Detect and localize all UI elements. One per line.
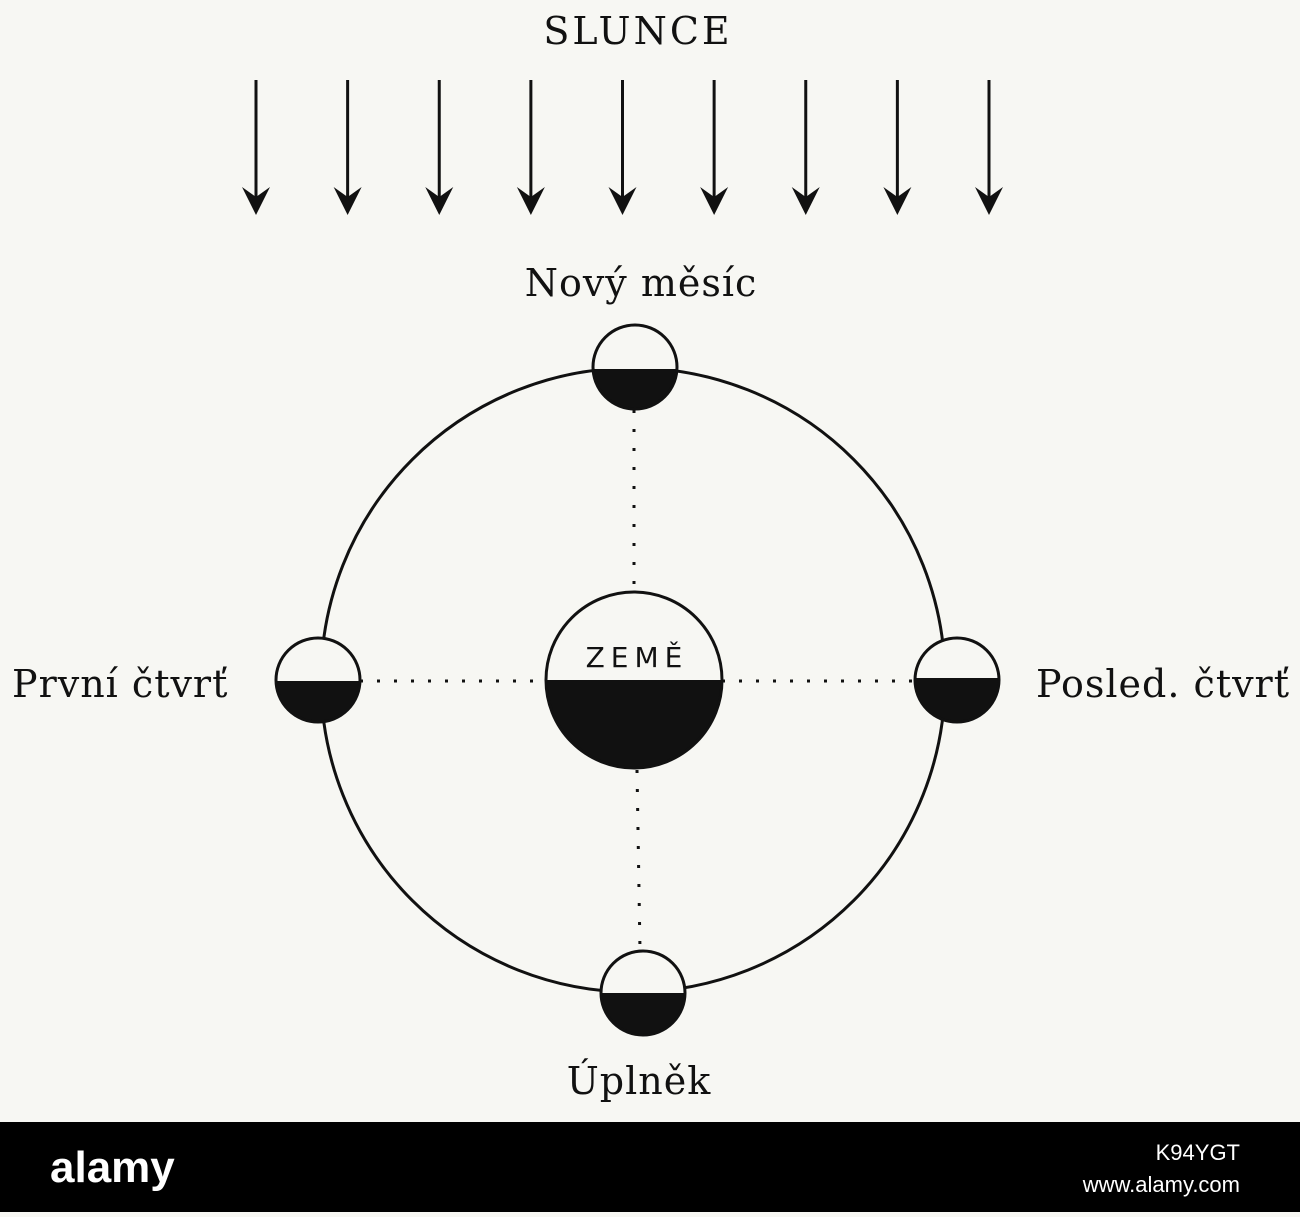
- sun-ray-arrow: [333, 80, 362, 215]
- sun-ray-arrow: [608, 80, 637, 215]
- paper-background: [0, 0, 1300, 1122]
- sun-ray-arrow: [516, 80, 545, 215]
- label-new-moon: Nový měsíc: [525, 261, 758, 305]
- sun-title: SLUNCE: [543, 9, 732, 53]
- sun-ray-arrow: [975, 80, 1003, 215]
- sun-ray-arrow: [791, 80, 820, 215]
- sun-ray-arrow: [700, 80, 729, 215]
- footer-watermark: alamy K94YGT www.alamy.com: [0, 1122, 1300, 1212]
- label-full-moon: Úplněk: [567, 1059, 712, 1103]
- moon-new: [591, 323, 679, 411]
- earth-label: ZEMĚ: [586, 640, 689, 674]
- sun-ray-arrow: [242, 80, 270, 215]
- image-code: K94YGT: [1156, 1140, 1240, 1165]
- sun-rays: [242, 80, 1003, 215]
- label-last-quarter: Posled. čtvrť: [1036, 662, 1290, 706]
- moon-last-quarter: [913, 636, 1001, 724]
- label-first-quarter: První čtvrť: [12, 662, 228, 706]
- watermark-logo: alamy: [50, 1143, 175, 1192]
- sun-ray-arrow: [883, 80, 912, 215]
- footer-bar: [0, 1122, 1300, 1212]
- sun-ray-arrow: [425, 80, 454, 215]
- earth: ZEMĚ: [544, 590, 724, 770]
- watermark-site: www.alamy.com: [1082, 1172, 1240, 1197]
